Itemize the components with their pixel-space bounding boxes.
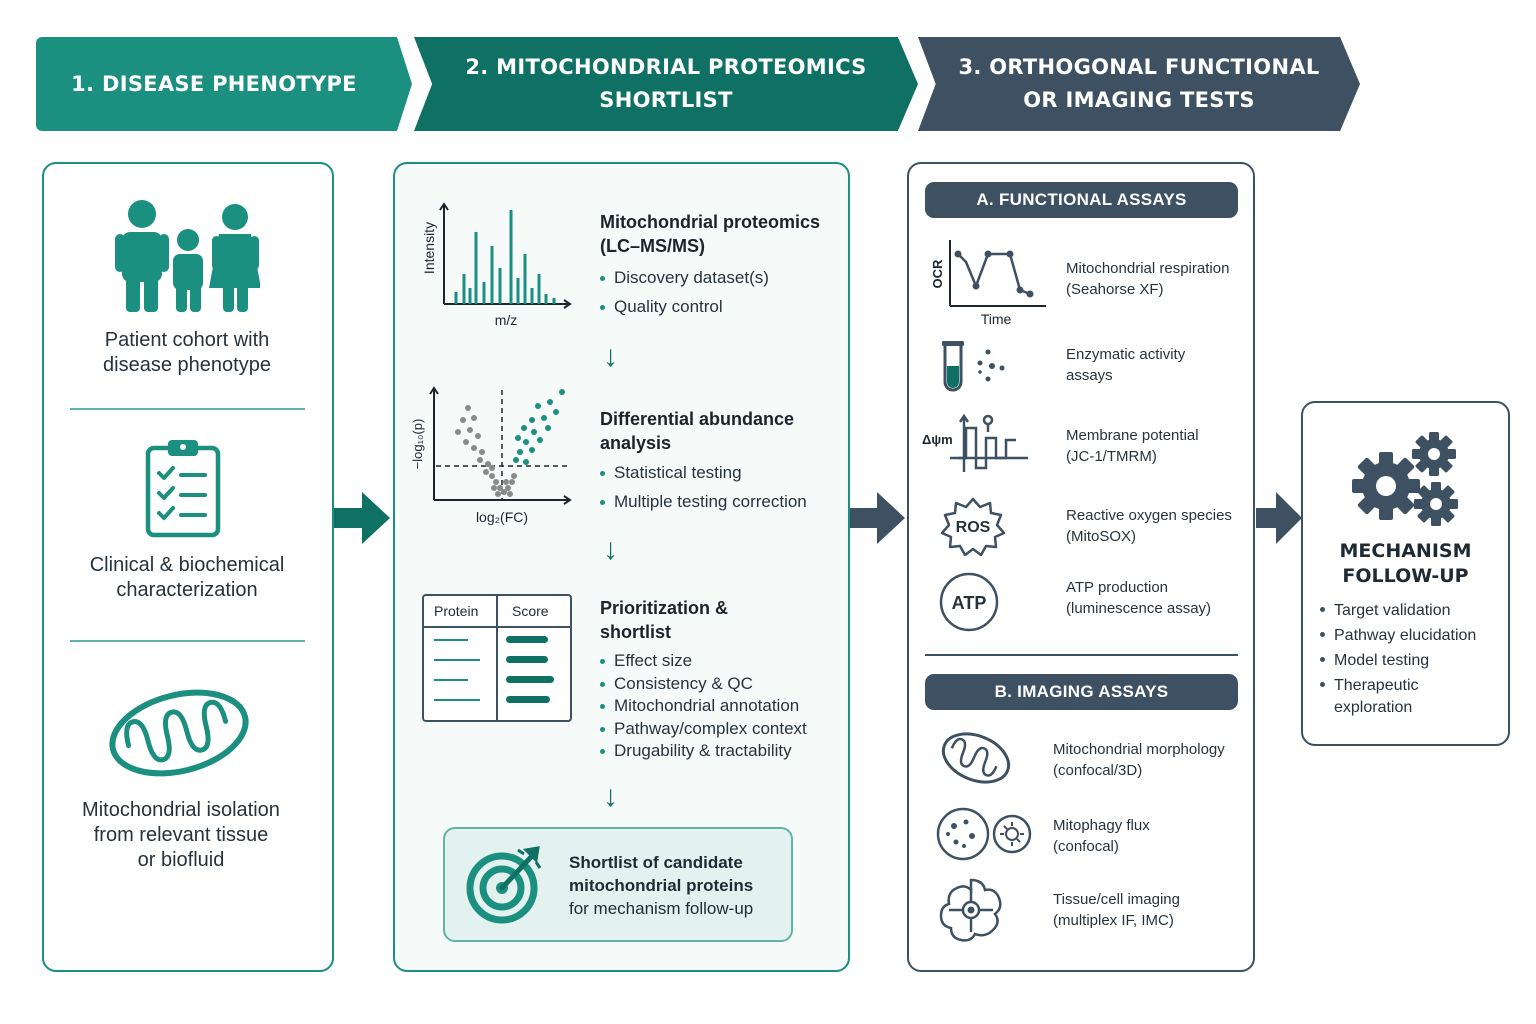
down-arrow-3-icon: ↓	[603, 780, 618, 813]
flow-arrow-2-icon	[850, 492, 905, 544]
step-2-label: 2. MITOCHONDRIAL PROTEOMICS SHORTLIST	[465, 55, 867, 112]
assay-ros: Reactive oxygen species (MitoSOX)	[1066, 507, 1232, 545]
diff-title: Differential abundance analysis	[600, 409, 795, 453]
followup-title: MECHANISM FOLLOW-UP	[1339, 540, 1472, 587]
prior-bullet: Pathway/complex context	[598, 718, 807, 741]
shortlist-line-1: Shortlist of candidate	[569, 853, 743, 872]
diff-bullet: Statistical testing	[598, 462, 807, 485]
step-3-label: 3. ORTHOGONAL FUNCTIONAL OR IMAGING TEST…	[958, 55, 1320, 112]
score-bar	[506, 656, 548, 663]
volcano-plot-icon: −log₁₀(p) log₂(FC)	[410, 386, 572, 525]
shortlist-line-3: for mechanism follow-up	[569, 899, 754, 918]
table-row-line	[434, 699, 480, 701]
prior-bullet: Effect size	[598, 650, 807, 673]
ocr-ylabel: OCR	[930, 259, 945, 289]
imaging-assays-header: B. IMAGING ASSAYS	[925, 674, 1238, 710]
down-arrow-1-icon: ↓	[603, 340, 618, 373]
table-row-line	[434, 679, 468, 681]
ms-bullet-list: Discovery dataset(s) Quality control	[598, 267, 769, 318]
mito-morphology-icon	[941, 732, 1011, 784]
diff-bullet: Multiple testing correction	[598, 491, 807, 514]
table-col-protein: Protein	[434, 603, 479, 619]
prior-bullet: Mitochondrial annotation	[598, 695, 807, 718]
panel1-divider-2	[70, 640, 305, 642]
clinical-characterization-label: Clinical & biochemical characterization	[89, 554, 285, 601]
assay-membrane: Membrane potential (JC-1/TMRM)	[1066, 427, 1199, 465]
patient-cohort-label: Patient cohort with disease phenotype	[103, 329, 271, 376]
ocr-plot-icon: OCR Time	[930, 240, 1046, 327]
atp-text: ATP	[952, 593, 987, 613]
followup-bullet: Pathway elucidation	[1318, 623, 1476, 648]
clipboard-checklist-icon	[145, 440, 221, 538]
ms-xlabel: m/z	[495, 312, 518, 328]
ros-icon: ROS	[940, 497, 1006, 556]
ms-bullet: Discovery dataset(s)	[598, 267, 769, 290]
table-col-score: Score	[512, 603, 549, 619]
followup-bullet: Target validation	[1318, 598, 1476, 623]
assay-morphology: Mitochondrial morphology (confocal/3D)	[1053, 741, 1225, 779]
mitochondrial-isolation-label: Mitochondrial isolation from relevant ti…	[82, 799, 280, 871]
patient-cohort-icon	[115, 200, 260, 312]
prior-bullet: Drugability & tractability	[598, 740, 807, 763]
ms-bullet: Quality control	[598, 296, 769, 319]
gears-icon	[1352, 432, 1458, 526]
ros-text: ROS	[956, 519, 991, 536]
flow-arrow-3-icon	[1256, 492, 1302, 544]
assay-enzymatic: Enzymatic activity assays	[1066, 346, 1186, 384]
table-row-line	[434, 639, 468, 641]
score-bar	[506, 696, 550, 703]
panel1-divider-1	[70, 408, 305, 410]
step-1-label: 1. DISEASE PHENOTYPE	[71, 71, 357, 96]
prior-title: Prioritization & shortlist	[600, 598, 729, 642]
flow-arrow-1-icon	[334, 492, 390, 544]
mitochondrion-icon	[109, 689, 249, 777]
dpsi-label: Δψm	[922, 432, 953, 447]
panel3-divider	[925, 654, 1238, 656]
score-bar	[506, 636, 548, 643]
target-icon	[466, 846, 542, 924]
assay-tissue: Tissue/cell imaging (multiplex IF, IMC)	[1053, 891, 1180, 929]
volcano-xlabel: log₂(FC)	[476, 509, 528, 525]
followup-bullet: Therapeutic exploration	[1318, 673, 1476, 719]
assay-atp: ATP production (luminescence assay)	[1066, 579, 1212, 617]
disease-phenotype-panel	[42, 162, 334, 972]
score-bar	[506, 676, 554, 683]
prior-bullet: Consistency & QC	[598, 673, 807, 696]
membrane-potential-icon: Δψm	[922, 413, 1028, 472]
shortlist-line-2: mitochondrial proteins	[569, 876, 754, 895]
assay-respiration: Mitochondrial respiration (Seahorse XF)	[1066, 260, 1230, 298]
followup-bullet: Model testing	[1318, 648, 1476, 673]
step-1-header: 1. DISEASE PHENOTYPE	[36, 37, 412, 131]
ms-ylabel: Intensity	[421, 222, 437, 274]
table-row-line	[434, 659, 480, 661]
test-tube-icon	[942, 341, 1005, 392]
ms-title: Mitochondrial proteomics (LC–MS/MS)	[600, 212, 821, 256]
protein-score-table: Protein Score	[422, 594, 572, 722]
tissue-imaging-icon	[939, 878, 1002, 942]
orthogonal-tests-panel	[907, 162, 1255, 972]
step-3-header: 3. ORTHOGONAL FUNCTIONAL OR IMAGING TEST…	[918, 37, 1360, 131]
table-column-divider	[496, 596, 498, 720]
diff-bullet-list: Statistical testing Multiple testing cor…	[598, 462, 807, 513]
ocr-xlabel: Time	[981, 311, 1012, 327]
functional-assays-header: A. FUNCTIONAL ASSAYS	[925, 182, 1238, 218]
volcano-ylabel: −log₁₀(p)	[410, 419, 425, 470]
down-arrow-2-icon: ↓	[603, 533, 618, 566]
atp-icon: ATP	[939, 572, 999, 632]
assay-mitophagy: Mitophagy flux (confocal)	[1053, 817, 1150, 855]
followup-bullet-list: Target validation Pathway elucidation Mo…	[1318, 598, 1476, 719]
step-2-header: 2. MITOCHONDRIAL PROTEOMICS SHORTLIST	[414, 37, 918, 131]
prior-bullet-list: Effect size Consistency & QC Mitochondri…	[598, 650, 807, 763]
mass-spectrum-icon: Intensity m/z	[421, 202, 572, 328]
mitophagy-icon	[936, 807, 1032, 861]
